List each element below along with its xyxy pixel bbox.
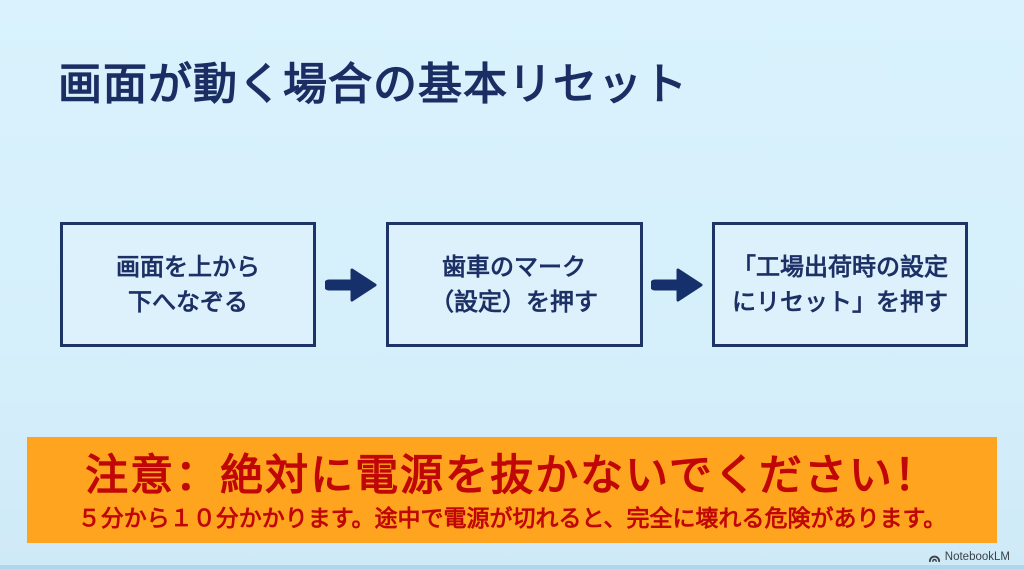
warning-headline: 注意：絶対に電源を抜かないでください！ [85, 451, 939, 500]
flow-step-2-line-1: 歯車のマーク [442, 253, 586, 281]
flow-step-2-line-2: （設定）を押す [430, 288, 598, 316]
flow-step-3: 「工場出荷時の設定 にリセット」を押す [712, 222, 968, 347]
warning-detail: ５分から１０分かかります。途中で電源が切れると、完全に壊れる危険があります。 [77, 504, 947, 531]
notebooklm-logo-icon [928, 555, 940, 562]
flow-step-1-line-1: 画面を上から [116, 253, 260, 281]
flow-step-1: 画面を上から 下へなぞる [60, 222, 316, 347]
flow-connector-1 [316, 222, 386, 347]
right-arrow-icon [651, 268, 703, 301]
page-title: 画面が動く場合の基本リセット [58, 60, 688, 109]
watermark-label: NotebookLM [944, 551, 1010, 563]
watermark: NotebookLM [928, 549, 1010, 565]
right-arrow-icon [324, 268, 377, 301]
flow-step-3-line-2: にリセット」を押す [732, 288, 948, 316]
flow-step-2: 歯車のマーク （設定）を押す [385, 222, 643, 347]
flow-diagram: 画面を上から 下へなぞる 歯車のマーク （設定）を押す 「工場出荷時の設定 にリ… [60, 222, 968, 347]
flow-connector-2 [643, 222, 713, 347]
flow-step-1-line-2: 下へなぞる [128, 288, 248, 316]
bottom-edge-strip [0, 565, 1024, 569]
warning-banner: 注意：絶対に電源を抜かないでください！ ５分から１０分かかります。途中で電源が切… [27, 437, 997, 543]
flow-step-3-line-1: 「工場出荷時の設定 [732, 253, 948, 281]
